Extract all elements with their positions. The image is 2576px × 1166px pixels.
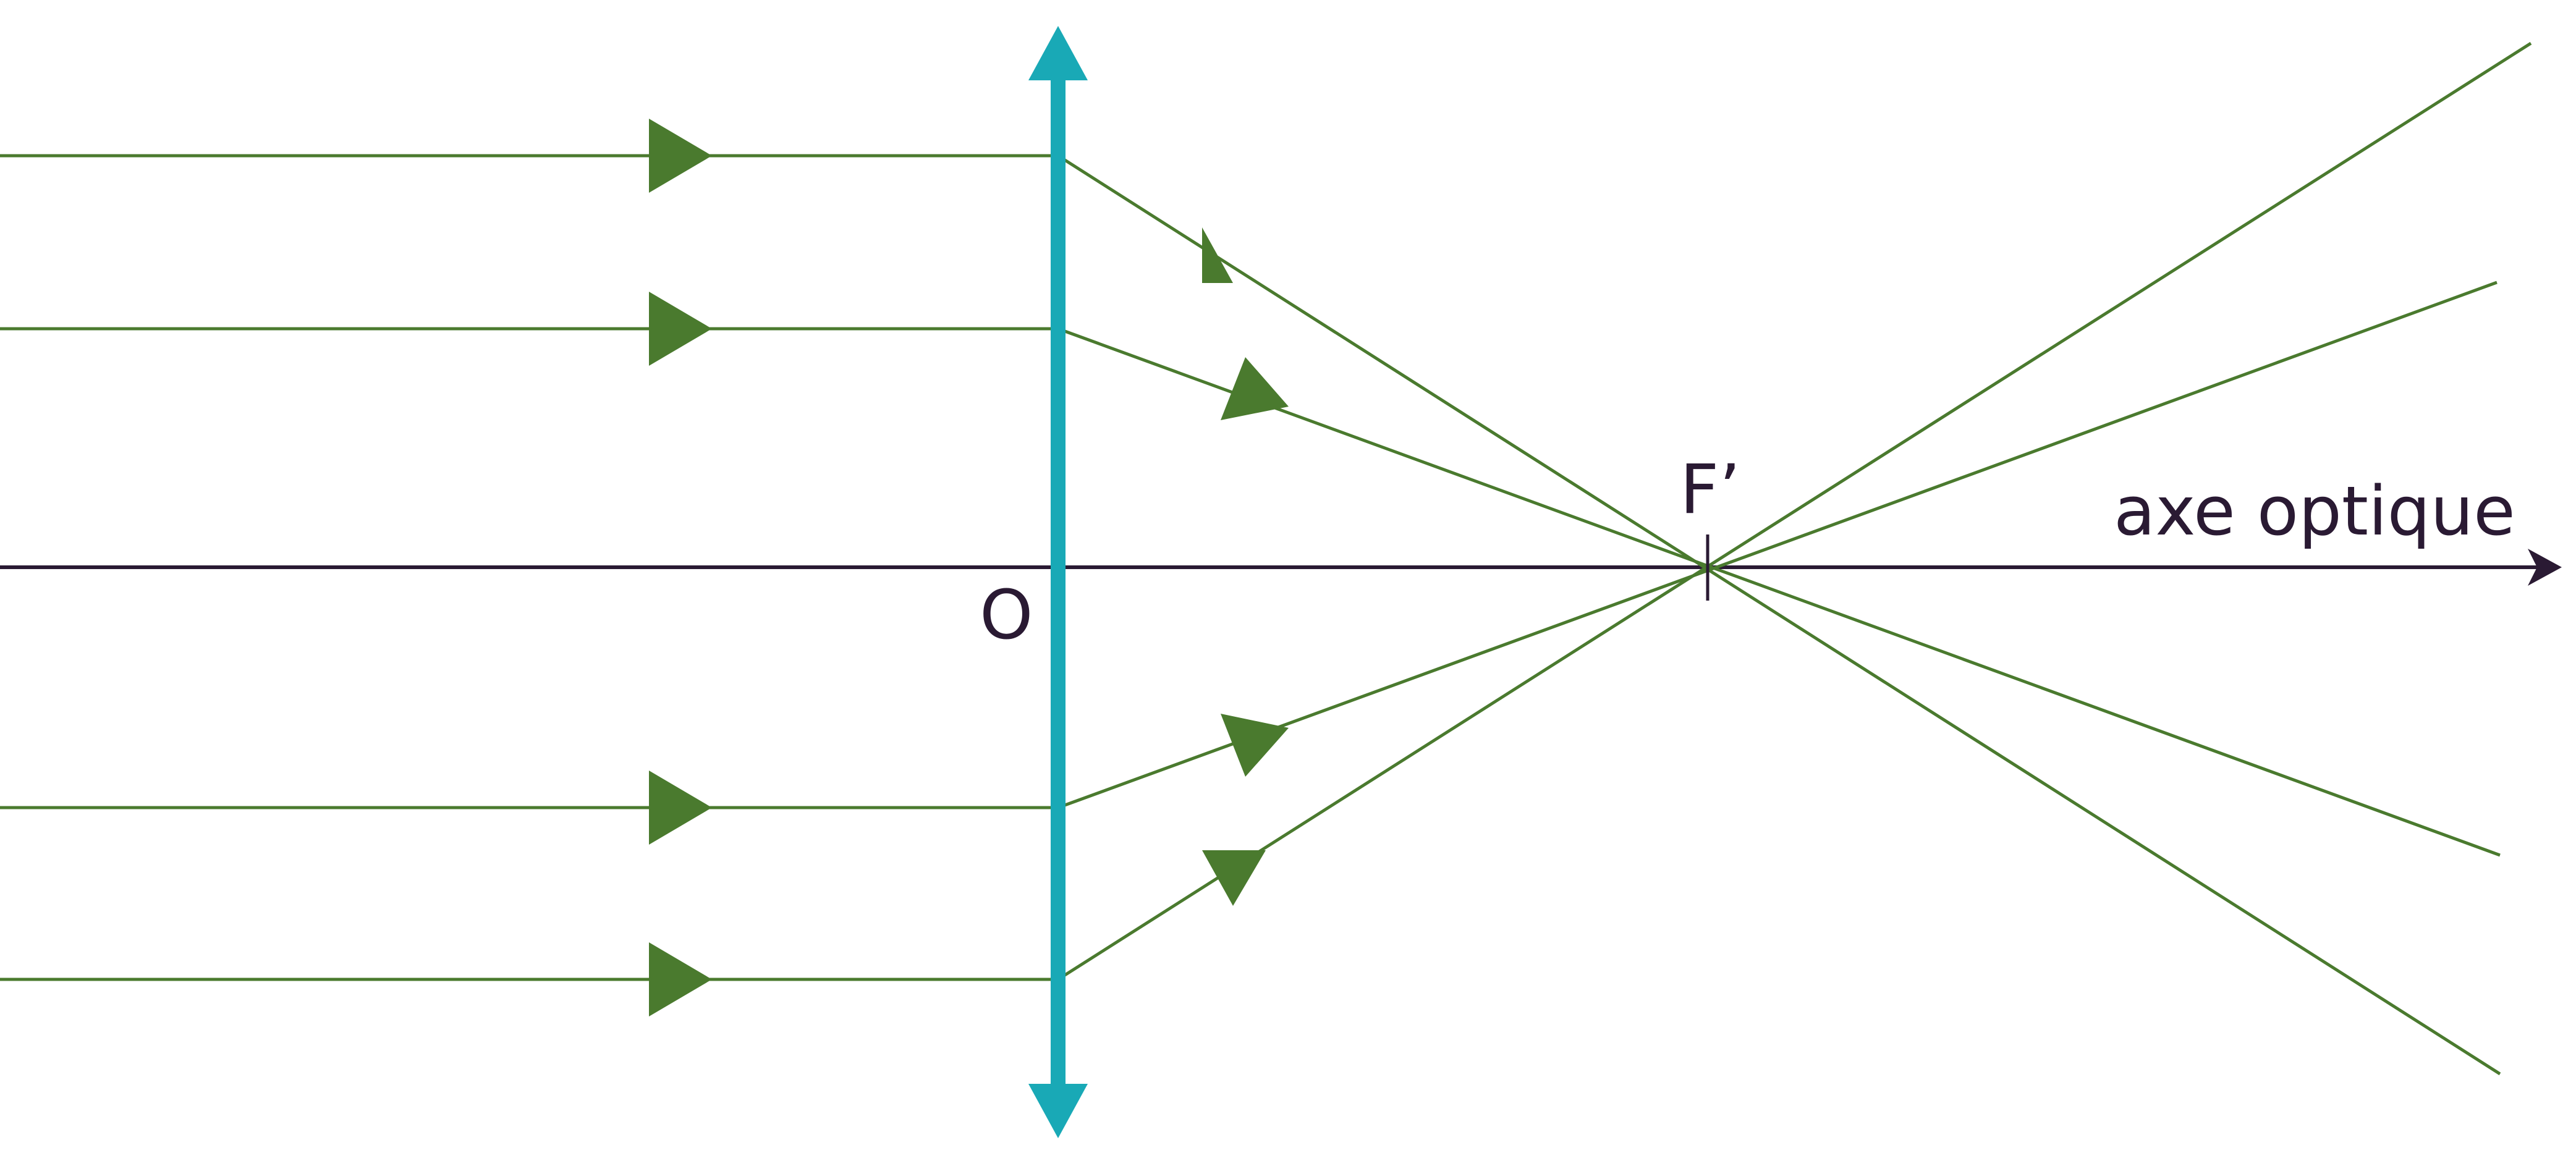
incident-ray-3-arrow-icon [649, 771, 712, 845]
refracted-ray-4-arrow-icon [1202, 850, 1266, 906]
focal-point-label: F’ [1680, 450, 1740, 529]
incident-rays [0, 154, 1058, 981]
refracted-ray-3 [1057, 281, 2498, 809]
optical-axis-label: axe optique [2114, 471, 2515, 551]
refracted-ray-3-arrow-icon [1221, 714, 1289, 777]
refracted-rays [1057, 41, 2532, 1076]
refracted-ray-4 [1057, 41, 2532, 981]
optical-axis [0, 549, 2562, 586]
refracted-ray-2 [1057, 327, 2501, 857]
lens-bottom-arrow-icon [1028, 1084, 1088, 1138]
refracted-ray-2-arrow-icon [1221, 357, 1289, 420]
incident-ray-2-arrow-icon [649, 292, 712, 366]
incident-ray-4-arrow-icon [649, 942, 712, 1016]
refracted-ray-1-arrow-icon [1202, 227, 1233, 283]
refracted-ray-1 [1057, 154, 2501, 1076]
incident-ray-arrows [649, 119, 712, 1016]
lens-center-label: O [980, 575, 1033, 654]
refracted-ray-arrows [1202, 227, 1289, 906]
converging-lens [1028, 26, 1088, 1138]
lens-top-arrow-icon [1028, 26, 1088, 80]
optical-axis-arrowhead [2528, 549, 2562, 586]
incident-ray-1-arrow-icon [649, 119, 712, 193]
